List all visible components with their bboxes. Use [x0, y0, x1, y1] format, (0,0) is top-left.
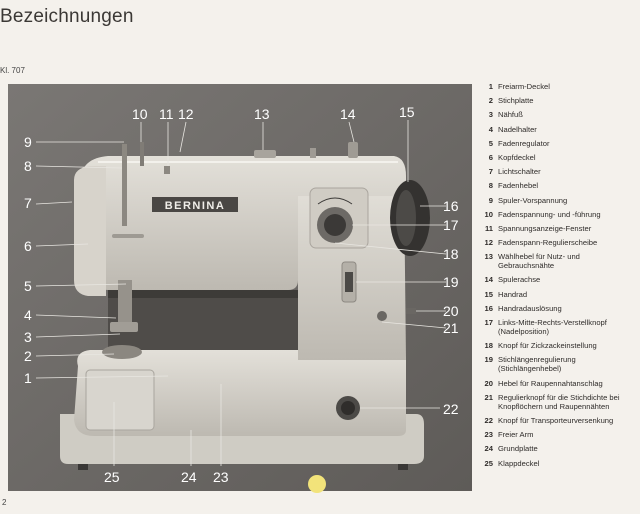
callout-4: 4: [24, 307, 32, 323]
needle-bar: [118, 280, 132, 332]
callout-7: 7: [24, 195, 32, 211]
callout-2: 2: [24, 348, 32, 364]
callout-25: 25: [104, 469, 120, 485]
stitch-selector: [254, 150, 276, 158]
callout-17: 17: [443, 217, 459, 233]
callout-14: 14: [340, 106, 356, 122]
callout-11: 11: [159, 106, 174, 122]
brand-plate: [152, 197, 238, 212]
stitch-plate: [102, 345, 142, 359]
model-label: Kl. 707: [0, 66, 25, 75]
callout-19: 19: [443, 274, 459, 290]
hinged-cover: [85, 369, 155, 431]
needle-position-knob: [324, 214, 346, 236]
callout-24: 24: [181, 469, 197, 485]
take-up-lever: [122, 144, 127, 226]
callout-5: 5: [24, 278, 32, 294]
presser-foot: [110, 322, 138, 332]
callout-1: 1: [24, 370, 32, 386]
page-title: Bezeichnungen: [0, 6, 134, 27]
bobbin-winder-spindle: [348, 142, 358, 158]
satin-stop-lever: [406, 308, 416, 314]
callout-20: 20: [443, 303, 459, 319]
callout-8: 8: [24, 158, 32, 174]
callout-3: 3: [24, 329, 32, 345]
yellow-dot-marker: [308, 475, 326, 493]
sewing-machine-photo: BERNINA: [8, 84, 472, 491]
sewing-machine-illustration: BERNINA: [8, 84, 472, 491]
callout-13: 13: [254, 106, 270, 122]
callout-22: 22: [443, 401, 459, 417]
head-cover: [74, 166, 106, 296]
callout-9: 9: [24, 134, 32, 150]
callout-12: 12: [178, 106, 194, 122]
stitch-density-knob: [377, 311, 387, 321]
callout-10: 10: [132, 106, 148, 122]
callout-15: 15: [399, 104, 415, 120]
page-number: 2: [2, 498, 7, 507]
callout-16: 16: [443, 198, 459, 214]
brand-label: BERNINA: [165, 200, 226, 212]
callout-18: 18: [443, 246, 459, 262]
callout-21: 21: [443, 320, 459, 336]
callout-23: 23: [213, 469, 229, 485]
callout-6: 6: [24, 238, 32, 254]
free-arm: [74, 350, 406, 436]
stitch-length-lever: [345, 272, 353, 292]
